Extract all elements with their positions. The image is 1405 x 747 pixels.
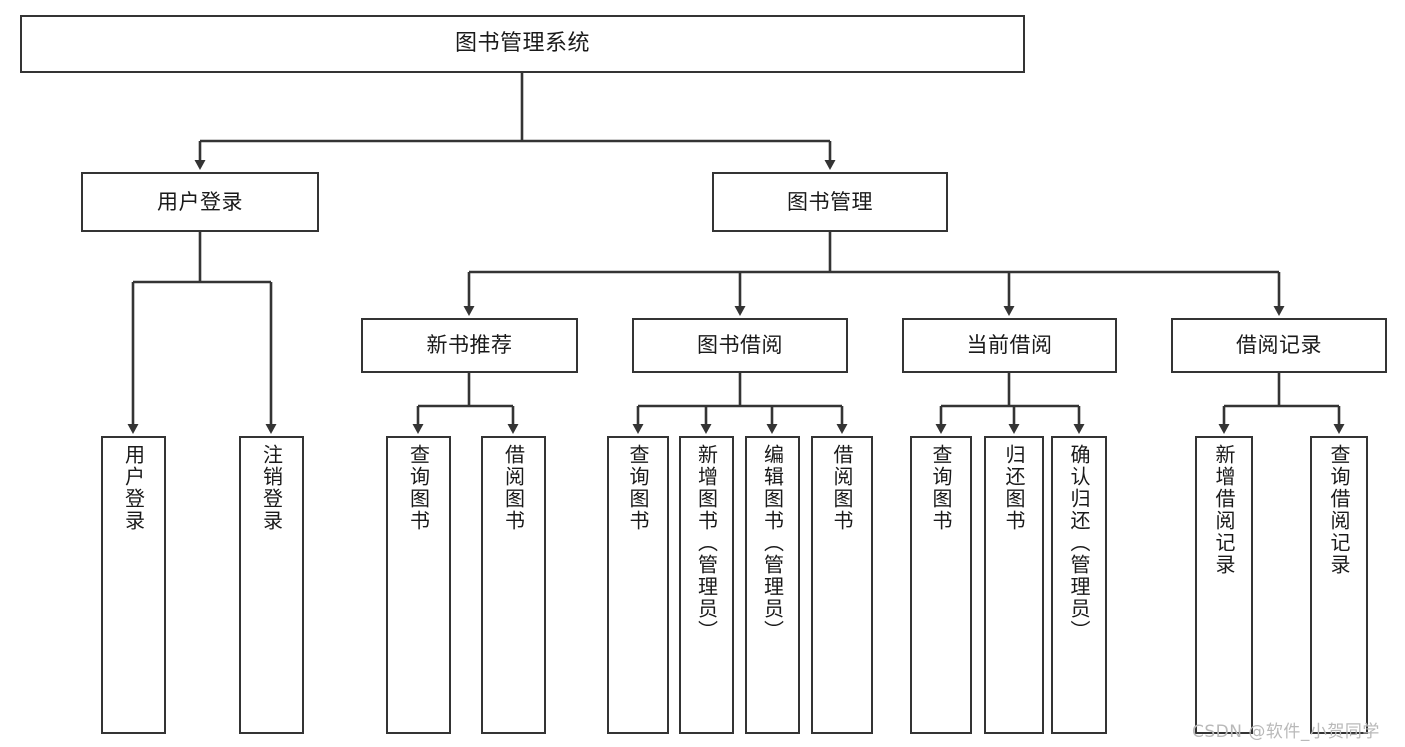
node-leaf-borrow-book-2[interactable]: 借阅图书 [811, 436, 873, 734]
node-leaf-borrow-book-1-label: 借阅图书 [501, 444, 526, 532]
node-new-book-recommend-label: 新书推荐 [426, 333, 513, 358]
node-leaf-add-book-label: 新增图书（管理员） [694, 444, 719, 642]
node-book-manage[interactable]: 图书管理 [712, 172, 948, 232]
node-leaf-add-borrow-record-label: 新增借阅记录 [1212, 444, 1236, 576]
node-leaf-query-book-3-label: 查询图书 [929, 444, 953, 532]
node-borrow-record-label: 借阅记录 [1236, 333, 1322, 358]
node-leaf-query-book-3[interactable]: 查询图书 [910, 436, 972, 734]
node-leaf-user-logout-label: 注销登录 [259, 444, 284, 532]
node-leaf-query-book-1-label: 查询图书 [406, 444, 431, 532]
node-leaf-borrow-book-2-label: 借阅图书 [830, 444, 854, 532]
node-root-label: 图书管理系统 [454, 31, 590, 57]
node-leaf-user-login-label: 用户登录 [121, 444, 146, 532]
node-leaf-user-logout[interactable]: 注销登录 [239, 436, 304, 734]
node-leaf-return-book-label: 归还图书 [1002, 444, 1026, 532]
node-leaf-query-book-1[interactable]: 查询图书 [386, 436, 451, 734]
node-leaf-return-book[interactable]: 归还图书 [984, 436, 1044, 734]
node-book-borrow-label: 图书借阅 [697, 333, 783, 358]
node-leaf-edit-book[interactable]: 编辑图书（管理员） [745, 436, 800, 734]
node-book-borrow[interactable]: 图书借阅 [632, 318, 848, 373]
node-leaf-borrow-book-1[interactable]: 借阅图书 [481, 436, 546, 734]
node-user-login[interactable]: 用户登录 [81, 172, 319, 232]
node-leaf-query-borrow-record-label: 查询借阅记录 [1327, 444, 1351, 576]
node-leaf-query-book-2[interactable]: 查询图书 [607, 436, 669, 734]
node-root[interactable]: 图书管理系统 [20, 15, 1025, 73]
watermark: CSDN @软件_小贺同学 [1192, 722, 1380, 742]
node-current-borrow-label: 当前借阅 [966, 333, 1053, 358]
node-borrow-record[interactable]: 借阅记录 [1171, 318, 1387, 373]
node-leaf-query-borrow-record[interactable]: 查询借阅记录 [1310, 436, 1368, 734]
node-leaf-confirm-return-label: 确认归还（管理员） [1067, 444, 1091, 642]
node-user-login-label: 用户登录 [157, 189, 243, 214]
node-new-book-recommend[interactable]: 新书推荐 [361, 318, 578, 373]
node-leaf-add-borrow-record[interactable]: 新增借阅记录 [1195, 436, 1253, 734]
node-leaf-add-book[interactable]: 新增图书（管理员） [679, 436, 734, 734]
node-leaf-query-book-2-label: 查询图书 [626, 444, 650, 532]
node-leaf-user-login[interactable]: 用户登录 [101, 436, 166, 734]
node-book-manage-label: 图书管理 [787, 189, 873, 214]
node-leaf-confirm-return[interactable]: 确认归还（管理员） [1051, 436, 1107, 734]
node-leaf-edit-book-label: 编辑图书（管理员） [760, 444, 785, 642]
node-current-borrow[interactable]: 当前借阅 [902, 318, 1117, 373]
